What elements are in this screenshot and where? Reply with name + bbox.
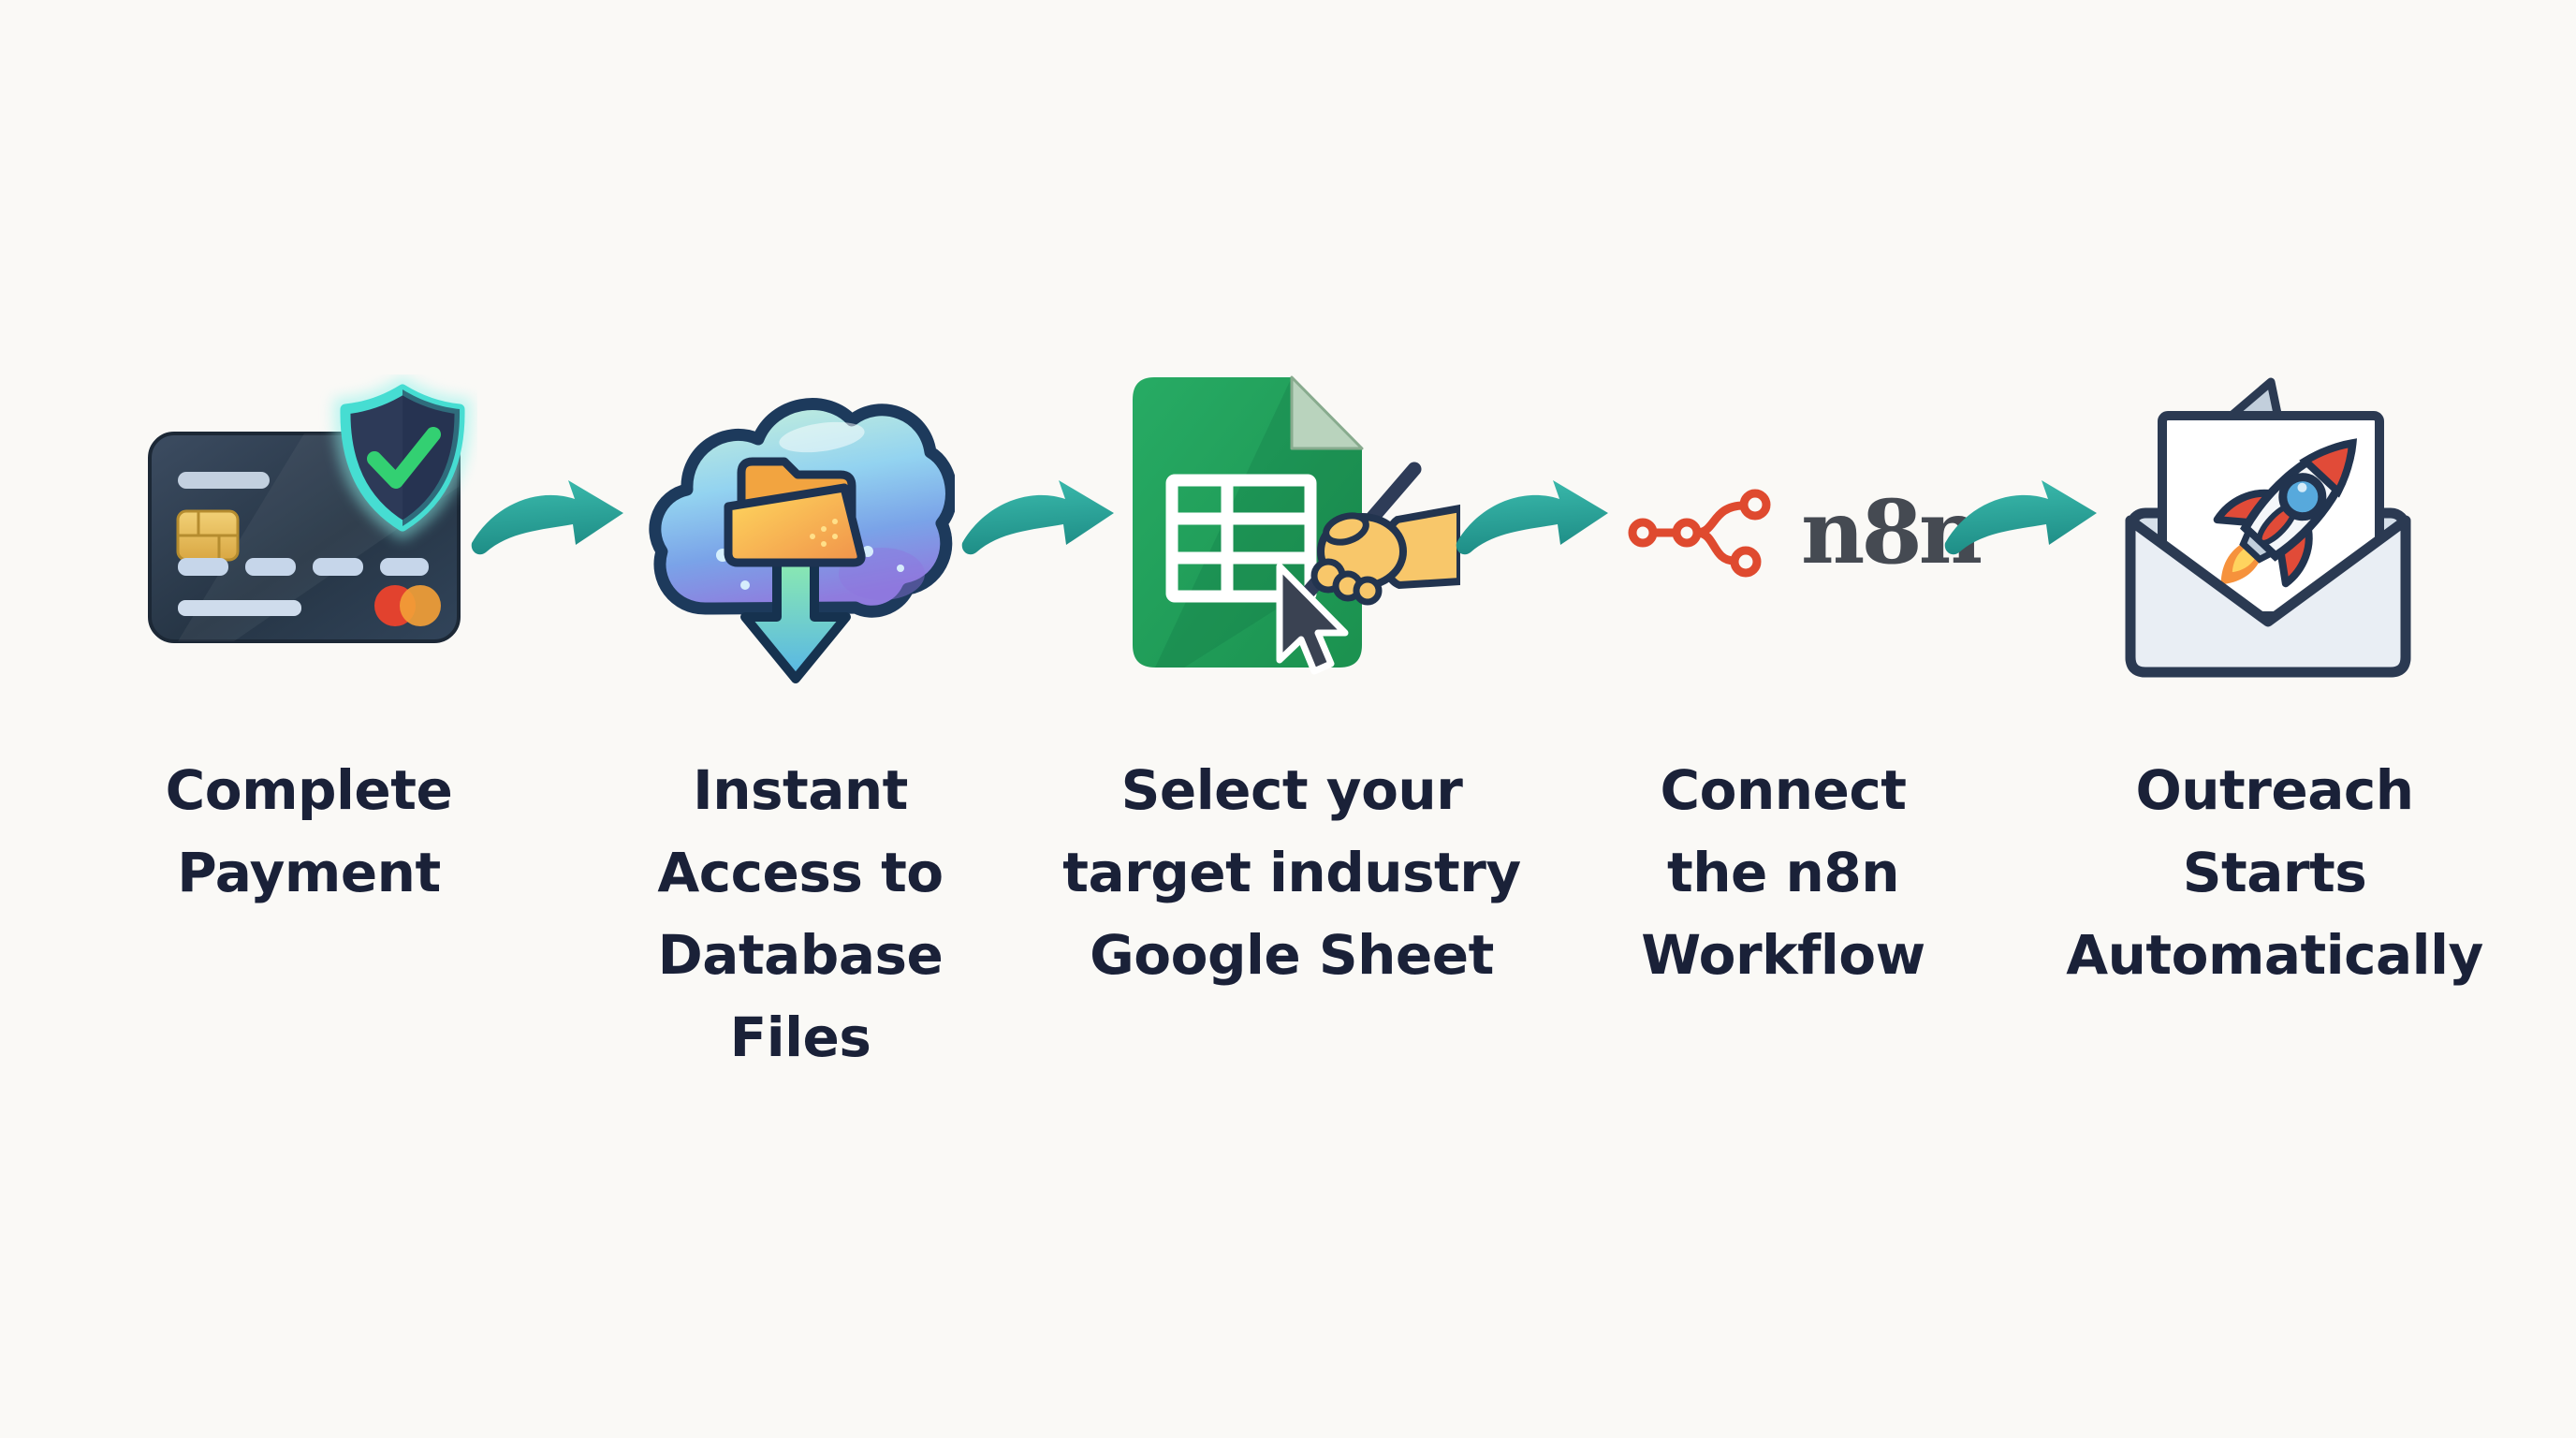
envelope-rocket-graphic (2125, 377, 2411, 678)
google-sheet-graphic (1133, 375, 1464, 675)
credit-card-shield-icon (140, 374, 477, 664)
cloud-download-graphic (649, 398, 958, 683)
shield-check-icon (332, 374, 473, 541)
download-arrow (740, 555, 851, 683)
step-label: Select your target industry Google Sheet (1062, 758, 1521, 987)
sheet-grid (1165, 474, 1317, 603)
cursor-icon (1276, 563, 1349, 675)
envelope-front (2125, 515, 2411, 678)
step-label: Connect the n8n Workflow (1641, 758, 1925, 987)
step-label: Instant Access to Database Files (657, 758, 944, 1069)
flow-arrow-icon (1939, 470, 2106, 575)
rocket-icon (2213, 438, 2358, 588)
google-sheet-edit-icon (1119, 368, 1464, 695)
hand-with-pen (1291, 462, 1464, 615)
card-chip (176, 509, 240, 562)
step-label: Complete Payment (165, 758, 453, 904)
folder-icon (724, 457, 866, 567)
envelope-rocket-icon (2114, 363, 2422, 697)
n8n-logo: n8n (1624, 473, 1983, 593)
step-label: Outreach Starts Automatically (2066, 758, 2483, 987)
credit-card-shield-graphic (148, 374, 473, 643)
n8n-nodes-glyph (1628, 489, 1771, 578)
flow-arrow-icon (466, 470, 633, 575)
flow-arrow-icon (1451, 470, 1617, 575)
cloud-folder-download-icon (637, 368, 958, 701)
card-number-bars (178, 558, 429, 576)
mastercard-logo (374, 585, 441, 626)
flow-arrow-icon (957, 470, 1123, 575)
